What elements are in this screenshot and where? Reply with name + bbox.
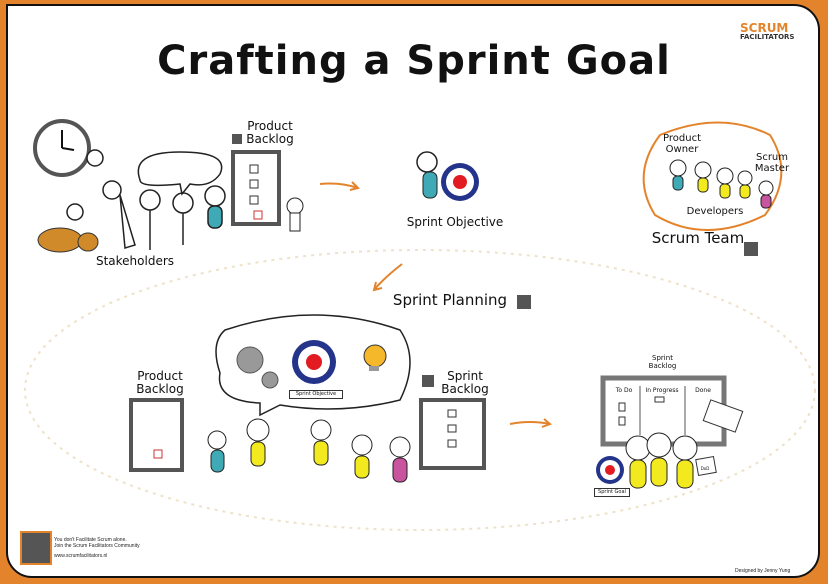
target-icon — [441, 163, 479, 201]
scrum-team-label: Scrum Team — [651, 229, 745, 247]
target-icon — [292, 340, 336, 384]
money-bag-icon — [37, 227, 99, 253]
qr-code-icon — [744, 242, 758, 256]
scrum-master-label: Scrum Master — [754, 152, 790, 174]
gears-icon — [236, 346, 279, 389]
footer-line-1: You don't Facilitate Scrum alone. — [54, 537, 127, 543]
planning-team-figures — [207, 418, 411, 483]
designer-credit: Designed by Jenny Yung — [735, 568, 791, 574]
page-title: Crafting a Sprint Goal — [157, 38, 671, 84]
sprint-goal-tag: Sprint Goal — [594, 488, 630, 497]
column-todo: To Do — [615, 387, 633, 394]
footer-line-2: Join the Scrum Facilitators Community — [54, 543, 140, 549]
lightbulb-icon — [363, 344, 387, 371]
product-backlog-board — [129, 398, 184, 472]
arrow-icon — [509, 418, 552, 428]
footer-url[interactable]: www.scrumfacilitators.nl — [54, 553, 108, 559]
scrum-team-figures — [669, 159, 774, 209]
sprint-backlog-label: Sprint Backlog — [441, 369, 489, 396]
board-title: Sprint Backlog — [648, 354, 677, 370]
product-backlog-board — [231, 150, 304, 232]
clock-icon — [33, 119, 91, 177]
column-in-progress: In Progress — [645, 387, 679, 394]
product-owner-figure — [416, 151, 438, 199]
sprint-objective-tag: Sprint Objective — [289, 390, 343, 399]
qr-code-icon — [232, 134, 242, 144]
qr-code-icon — [422, 375, 434, 387]
dod-card: DoD — [700, 466, 710, 471]
scrum-facilitators-logo: SCRUM FACILITATORS — [740, 21, 795, 41]
developers-label: Developers — [686, 206, 744, 217]
scrum-team-outline — [642, 121, 783, 231]
arrow-icon — [319, 181, 360, 191]
column-done: Done — [695, 387, 711, 394]
stakeholders-label: Stakeholders — [95, 254, 175, 268]
product-backlog-label: Product Backlog — [136, 369, 184, 396]
arrow-icon — [372, 263, 403, 292]
product-backlog-label: Product Backlog — [246, 119, 294, 146]
sprint-planning-label: Sprint Planning — [392, 291, 508, 309]
qr-code-icon — [517, 295, 531, 309]
planning-loop — [24, 249, 816, 531]
product-owner-label: Product Owner — [663, 133, 701, 155]
burndown-card — [702, 399, 744, 433]
sprint-backlog-board — [419, 398, 486, 470]
sprint-objective-label: Sprint Objective — [406, 215, 504, 229]
qr-code-icon — [20, 531, 52, 565]
target-icon — [596, 456, 624, 484]
stakeholder-figures — [66, 149, 226, 250]
celebrating-team — [625, 432, 698, 489]
